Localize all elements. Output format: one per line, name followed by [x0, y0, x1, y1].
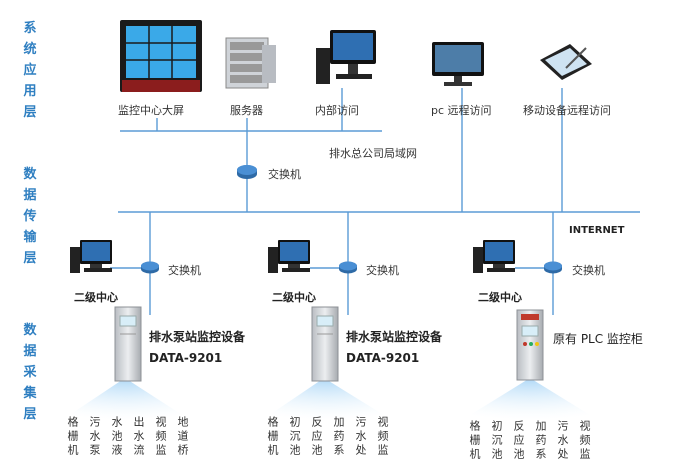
- beam-1: [62, 378, 190, 420]
- monitored-item: 污水泵: [88, 416, 101, 458]
- core-switch-icon: [237, 165, 257, 179]
- site-switch-label: 交换机: [366, 264, 399, 277]
- tablet-icon: [540, 44, 592, 80]
- lan-label: 排水总公司局域网: [329, 147, 417, 160]
- monitored-item: 格栅机: [66, 416, 79, 458]
- monitored-item: 视频监: [578, 420, 591, 462]
- network-links: [110, 88, 640, 315]
- monitored-item: 污水处: [556, 420, 569, 462]
- site-switch-label: 交换机: [572, 264, 605, 277]
- device-label-monitor-wall: 监控中心大屏: [118, 104, 184, 117]
- monitored-item: 反应池: [512, 420, 525, 462]
- monitored-item: 地道桥: [176, 416, 189, 458]
- monitored-item: 反应池: [310, 416, 323, 458]
- layer-label-collection: 数据采集层: [23, 323, 37, 422]
- cabinet-icon-1: [114, 306, 142, 382]
- server-icon: [225, 37, 276, 89]
- device-label-server: 服务器: [230, 104, 263, 117]
- monitored-item: 视频监: [154, 416, 167, 458]
- device-label-internal: 内部访问: [315, 104, 359, 117]
- monitored-item: 视频监: [376, 416, 389, 458]
- beam-3: [462, 378, 598, 420]
- monitored-item: 污水处: [354, 416, 367, 458]
- monitored-item: 水池液: [110, 416, 123, 458]
- secondary-center-label: 二级中心: [74, 291, 118, 304]
- cabinet-icon-2: [311, 306, 339, 382]
- device-label-pc-remote: pc 远程访问: [431, 104, 492, 117]
- device-model: DATA-9201: [346, 351, 420, 365]
- monitored-item: 格栅机: [266, 416, 279, 458]
- device-title: 原有 PLC 监控柜: [553, 332, 643, 346]
- device-label-mobile-remote: 移动设备远程访问: [523, 104, 611, 117]
- monitored-item: 初沉池: [490, 420, 503, 462]
- secondary-center-pc-icons: [70, 240, 515, 273]
- site-switch-label: 交换机: [168, 264, 201, 277]
- desktop-pc-icon: [316, 30, 376, 84]
- pc-monitor-icon: [432, 42, 484, 86]
- monitored-item: 加药系: [332, 416, 345, 458]
- device-title: 排水泵站监控设备: [149, 330, 246, 344]
- beam-2: [262, 378, 392, 420]
- device-model: DATA-9201: [149, 351, 223, 365]
- monitored-item: 格栅机: [468, 420, 481, 462]
- monitored-item: 加药系: [534, 420, 547, 462]
- core-switch-label: 交换机: [268, 168, 301, 181]
- layer-label-transport: 数据传输层: [23, 167, 37, 266]
- plc-cabinet-icon: [516, 309, 544, 381]
- internet-label: INTERNET: [569, 225, 625, 236]
- monitor-wall-icon: [120, 20, 202, 92]
- monitored-item: 初沉池: [288, 416, 301, 458]
- secondary-center-label: 二级中心: [478, 291, 522, 304]
- site-switch-icons: [141, 261, 562, 274]
- monitored-item: 出水流: [132, 416, 145, 458]
- secondary-center-label: 二级中心: [272, 291, 316, 304]
- device-title: 排水泵站监控设备: [346, 330, 443, 344]
- layer-label-application: 系统应用层: [23, 21, 37, 120]
